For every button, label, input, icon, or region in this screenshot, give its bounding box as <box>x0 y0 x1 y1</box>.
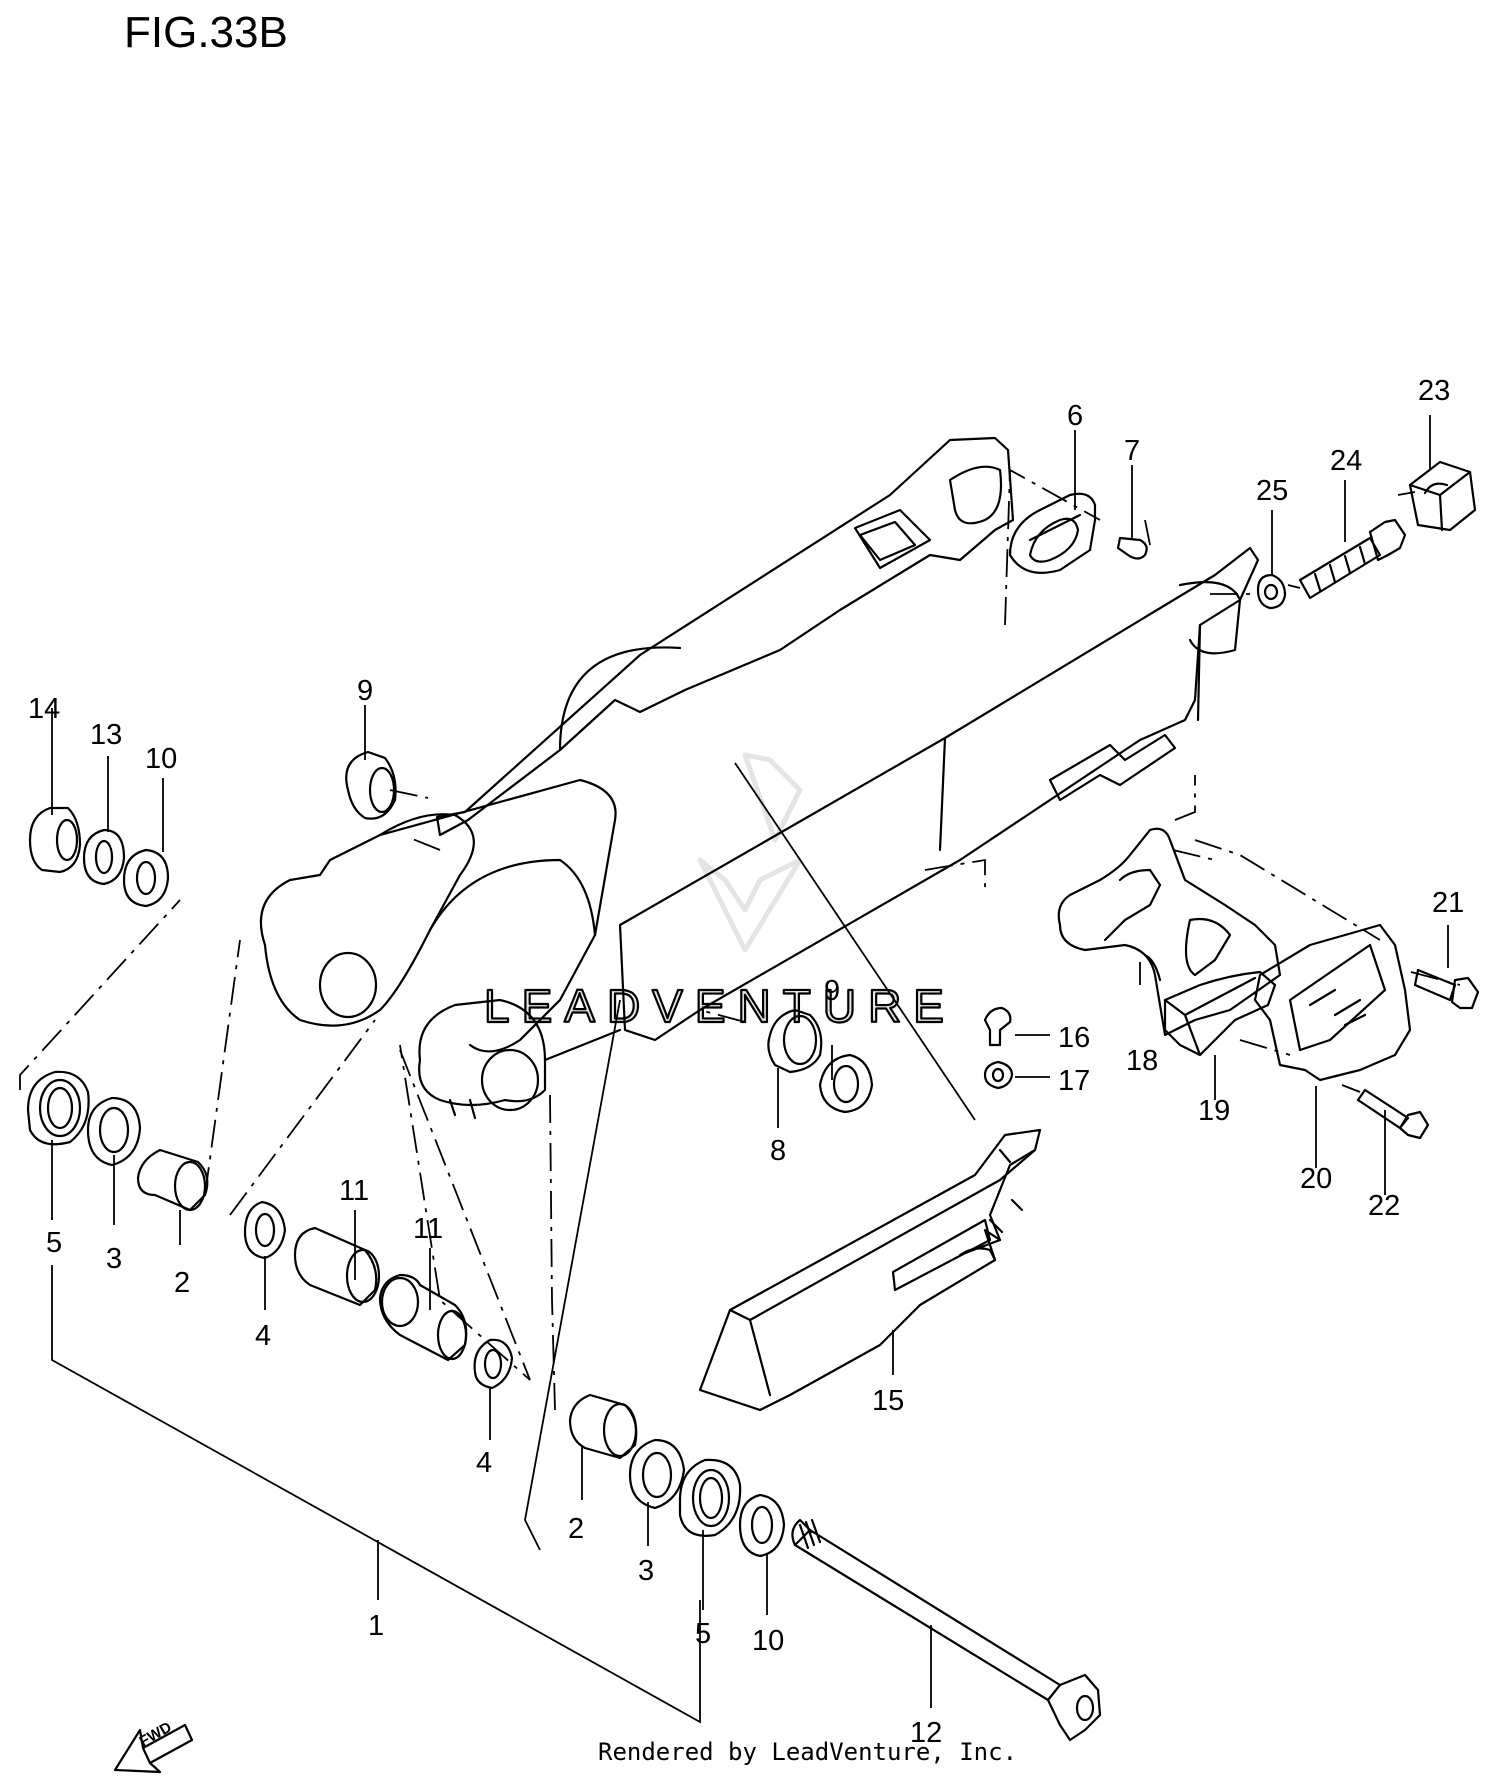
callout-12: 12 <box>910 1717 942 1749</box>
forward-arrow-icon <box>113 1723 194 1774</box>
callout-25: 25 <box>1256 475 1288 507</box>
pivot-shaft-drawing <box>793 1528 1062 1702</box>
callout-11-lower: 11 <box>413 1213 443 1245</box>
washer-10-right-drawing <box>738 1493 786 1558</box>
callout-13: 13 <box>90 719 122 751</box>
screw-16-drawing <box>983 1006 1012 1047</box>
bolt-22-drawing <box>1356 1088 1410 1130</box>
guide-cover-drawing <box>1253 923 1412 1082</box>
callout-3-right: 3 <box>638 1555 654 1587</box>
bolt-21-drawing <box>1413 968 1457 1002</box>
watermark-text: LEADVENTURE <box>484 980 956 1032</box>
callout-23: 23 <box>1418 375 1450 407</box>
callout-14: 14 <box>28 693 60 725</box>
oil-seal-4-lower-drawing <box>473 1338 514 1390</box>
oil-seal-9-upper-drawing <box>345 750 397 820</box>
callout-15: 15 <box>872 1385 904 1417</box>
callout-20: 20 <box>1300 1163 1332 1195</box>
callout-17: 17 <box>1058 1065 1090 1097</box>
nut-25-drawing <box>1256 573 1287 610</box>
callout-2-left: 2 <box>174 1267 190 1299</box>
callout-10-left: 10 <box>145 743 177 775</box>
callout-2-right: 2 <box>568 1513 584 1545</box>
spacer-3-left-drawing <box>86 1096 142 1167</box>
callout-4-upper: 4 <box>255 1320 271 1352</box>
spacer-11-upper-drawing <box>293 1226 378 1307</box>
bolt-24-drawing <box>1298 536 1382 600</box>
callout-9-lower: 9 <box>824 975 840 1007</box>
screw-7-drawing <box>1116 536 1148 560</box>
spacer-3-right-drawing <box>628 1438 686 1510</box>
callout-18: 18 <box>1126 1045 1158 1077</box>
dust-seal-5-right-drawing <box>678 1458 742 1537</box>
callout-1: 1 <box>368 1610 384 1642</box>
callout-11-upper: 11 <box>339 1175 369 1207</box>
spacer-11-lower-drawing <box>378 1273 468 1362</box>
fwd-label: FWD <box>137 1719 175 1751</box>
chain-buffer-drawing <box>698 1128 1042 1412</box>
clip-nut-23-drawing <box>1408 460 1477 532</box>
callout-24: 24 <box>1330 445 1362 477</box>
guide-pad-drawing <box>1163 970 1277 1057</box>
washer-13-drawing <box>82 828 126 886</box>
washer-17-drawing <box>983 1060 1014 1090</box>
oil-seal-4-upper-drawing <box>243 1200 287 1260</box>
chain-guide-drawing <box>1057 827 1282 1037</box>
callout-7: 7 <box>1124 435 1140 467</box>
nut-14-drawing <box>28 806 82 874</box>
footer-credit: Rendered by LeadVenture, Inc. <box>598 1738 1018 1766</box>
callout-21: 21 <box>1432 887 1464 919</box>
swingarm-drawing <box>259 436 1260 1120</box>
callout-22: 22 <box>1368 1190 1400 1222</box>
watermark-logo <box>697 752 803 953</box>
callout-6: 6 <box>1067 400 1083 432</box>
callout-5-right: 5 <box>695 1618 711 1650</box>
washer-10-left-drawing <box>122 848 170 908</box>
figure-title: FIG.33B <box>124 8 288 57</box>
callout-10-right: 10 <box>752 1625 784 1657</box>
callout-8: 8 <box>770 1135 786 1167</box>
bearing-8-drawing <box>767 1008 823 1074</box>
bearing-2-left-drawing <box>136 1148 209 1212</box>
callout-3-left: 3 <box>106 1243 122 1275</box>
oil-seal-9-lower-drawing <box>818 1053 874 1114</box>
callout-9-upper: 9 <box>357 675 373 707</box>
adjuster-plate-drawing <box>1008 492 1097 574</box>
callout-5-left: 5 <box>46 1227 62 1259</box>
callout-4-lower: 4 <box>476 1447 492 1479</box>
dust-seal-5-left-drawing <box>26 1070 90 1146</box>
callout-16: 16 <box>1058 1022 1090 1054</box>
callout-19: 19 <box>1198 1095 1230 1127</box>
